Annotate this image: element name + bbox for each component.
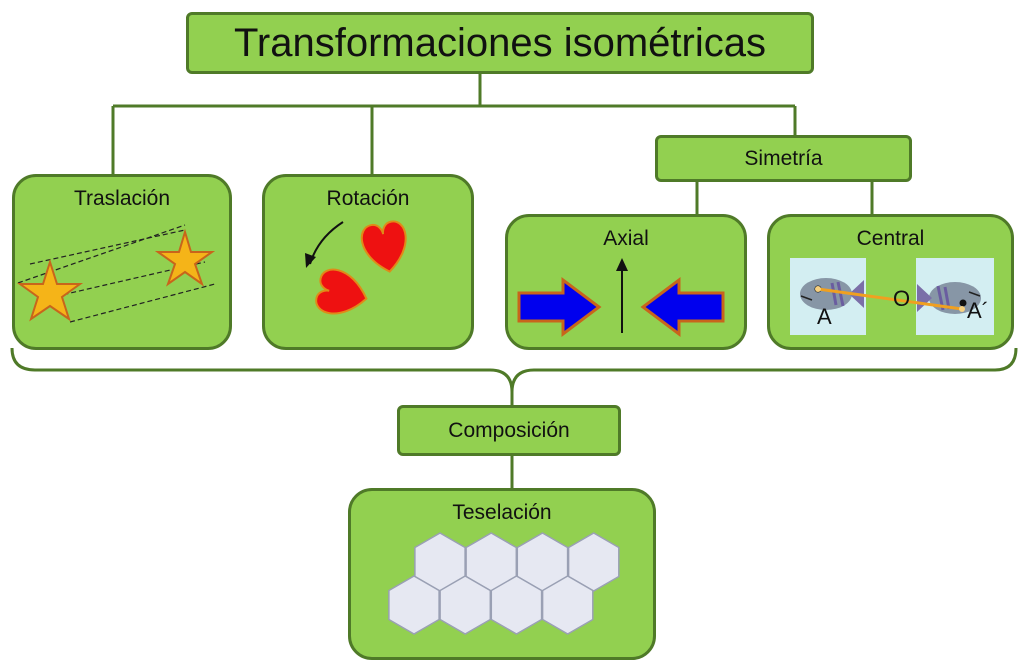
title-connector <box>111 72 797 176</box>
rotacion-box: Rotación <box>262 174 474 350</box>
simetria-box: Simetría <box>655 135 912 182</box>
central-label-a-prime: A´ <box>967 298 989 323</box>
heart-icon <box>315 268 368 315</box>
star-icon <box>154 228 216 287</box>
rotacion-label: Rotación <box>326 187 410 210</box>
star-icon <box>16 258 84 322</box>
arrow-left-icon <box>640 277 725 337</box>
traslacion-label: Traslación <box>73 187 171 210</box>
hexagon-icon <box>388 575 440 635</box>
rotation-illustration <box>305 220 407 315</box>
traslacion-box: Traslación <box>12 174 232 350</box>
central-illustration: A O A´ <box>790 258 994 335</box>
diagram-title: Transformaciones isométricas <box>233 20 766 65</box>
central-label-o: O <box>893 286 910 311</box>
axial-label: Axial <box>603 227 649 250</box>
hexagon-icon <box>490 575 543 635</box>
title-box: Transformaciones isométricas <box>186 12 814 74</box>
hexagon-icon <box>541 575 594 635</box>
heart-icon <box>360 220 407 273</box>
central-label: Central <box>856 227 925 250</box>
central-symmetry-segment <box>817 287 963 311</box>
arrow-right-icon <box>517 277 602 337</box>
hexagon-icon <box>567 532 620 592</box>
hexagon-icon <box>439 575 492 635</box>
tessellation-illustration <box>388 532 620 635</box>
teselacion-label: Teselación <box>452 501 552 524</box>
axial-box: Axial <box>505 214 747 350</box>
axial-illustration <box>517 258 725 337</box>
composicion-label: Composición <box>448 418 570 442</box>
composicion-box: Composición <box>397 405 621 456</box>
simetria-connector <box>695 180 874 216</box>
central-label-a: A <box>817 304 832 329</box>
translation-illustration <box>16 224 216 323</box>
simetria-label: Simetría <box>744 146 823 170</box>
